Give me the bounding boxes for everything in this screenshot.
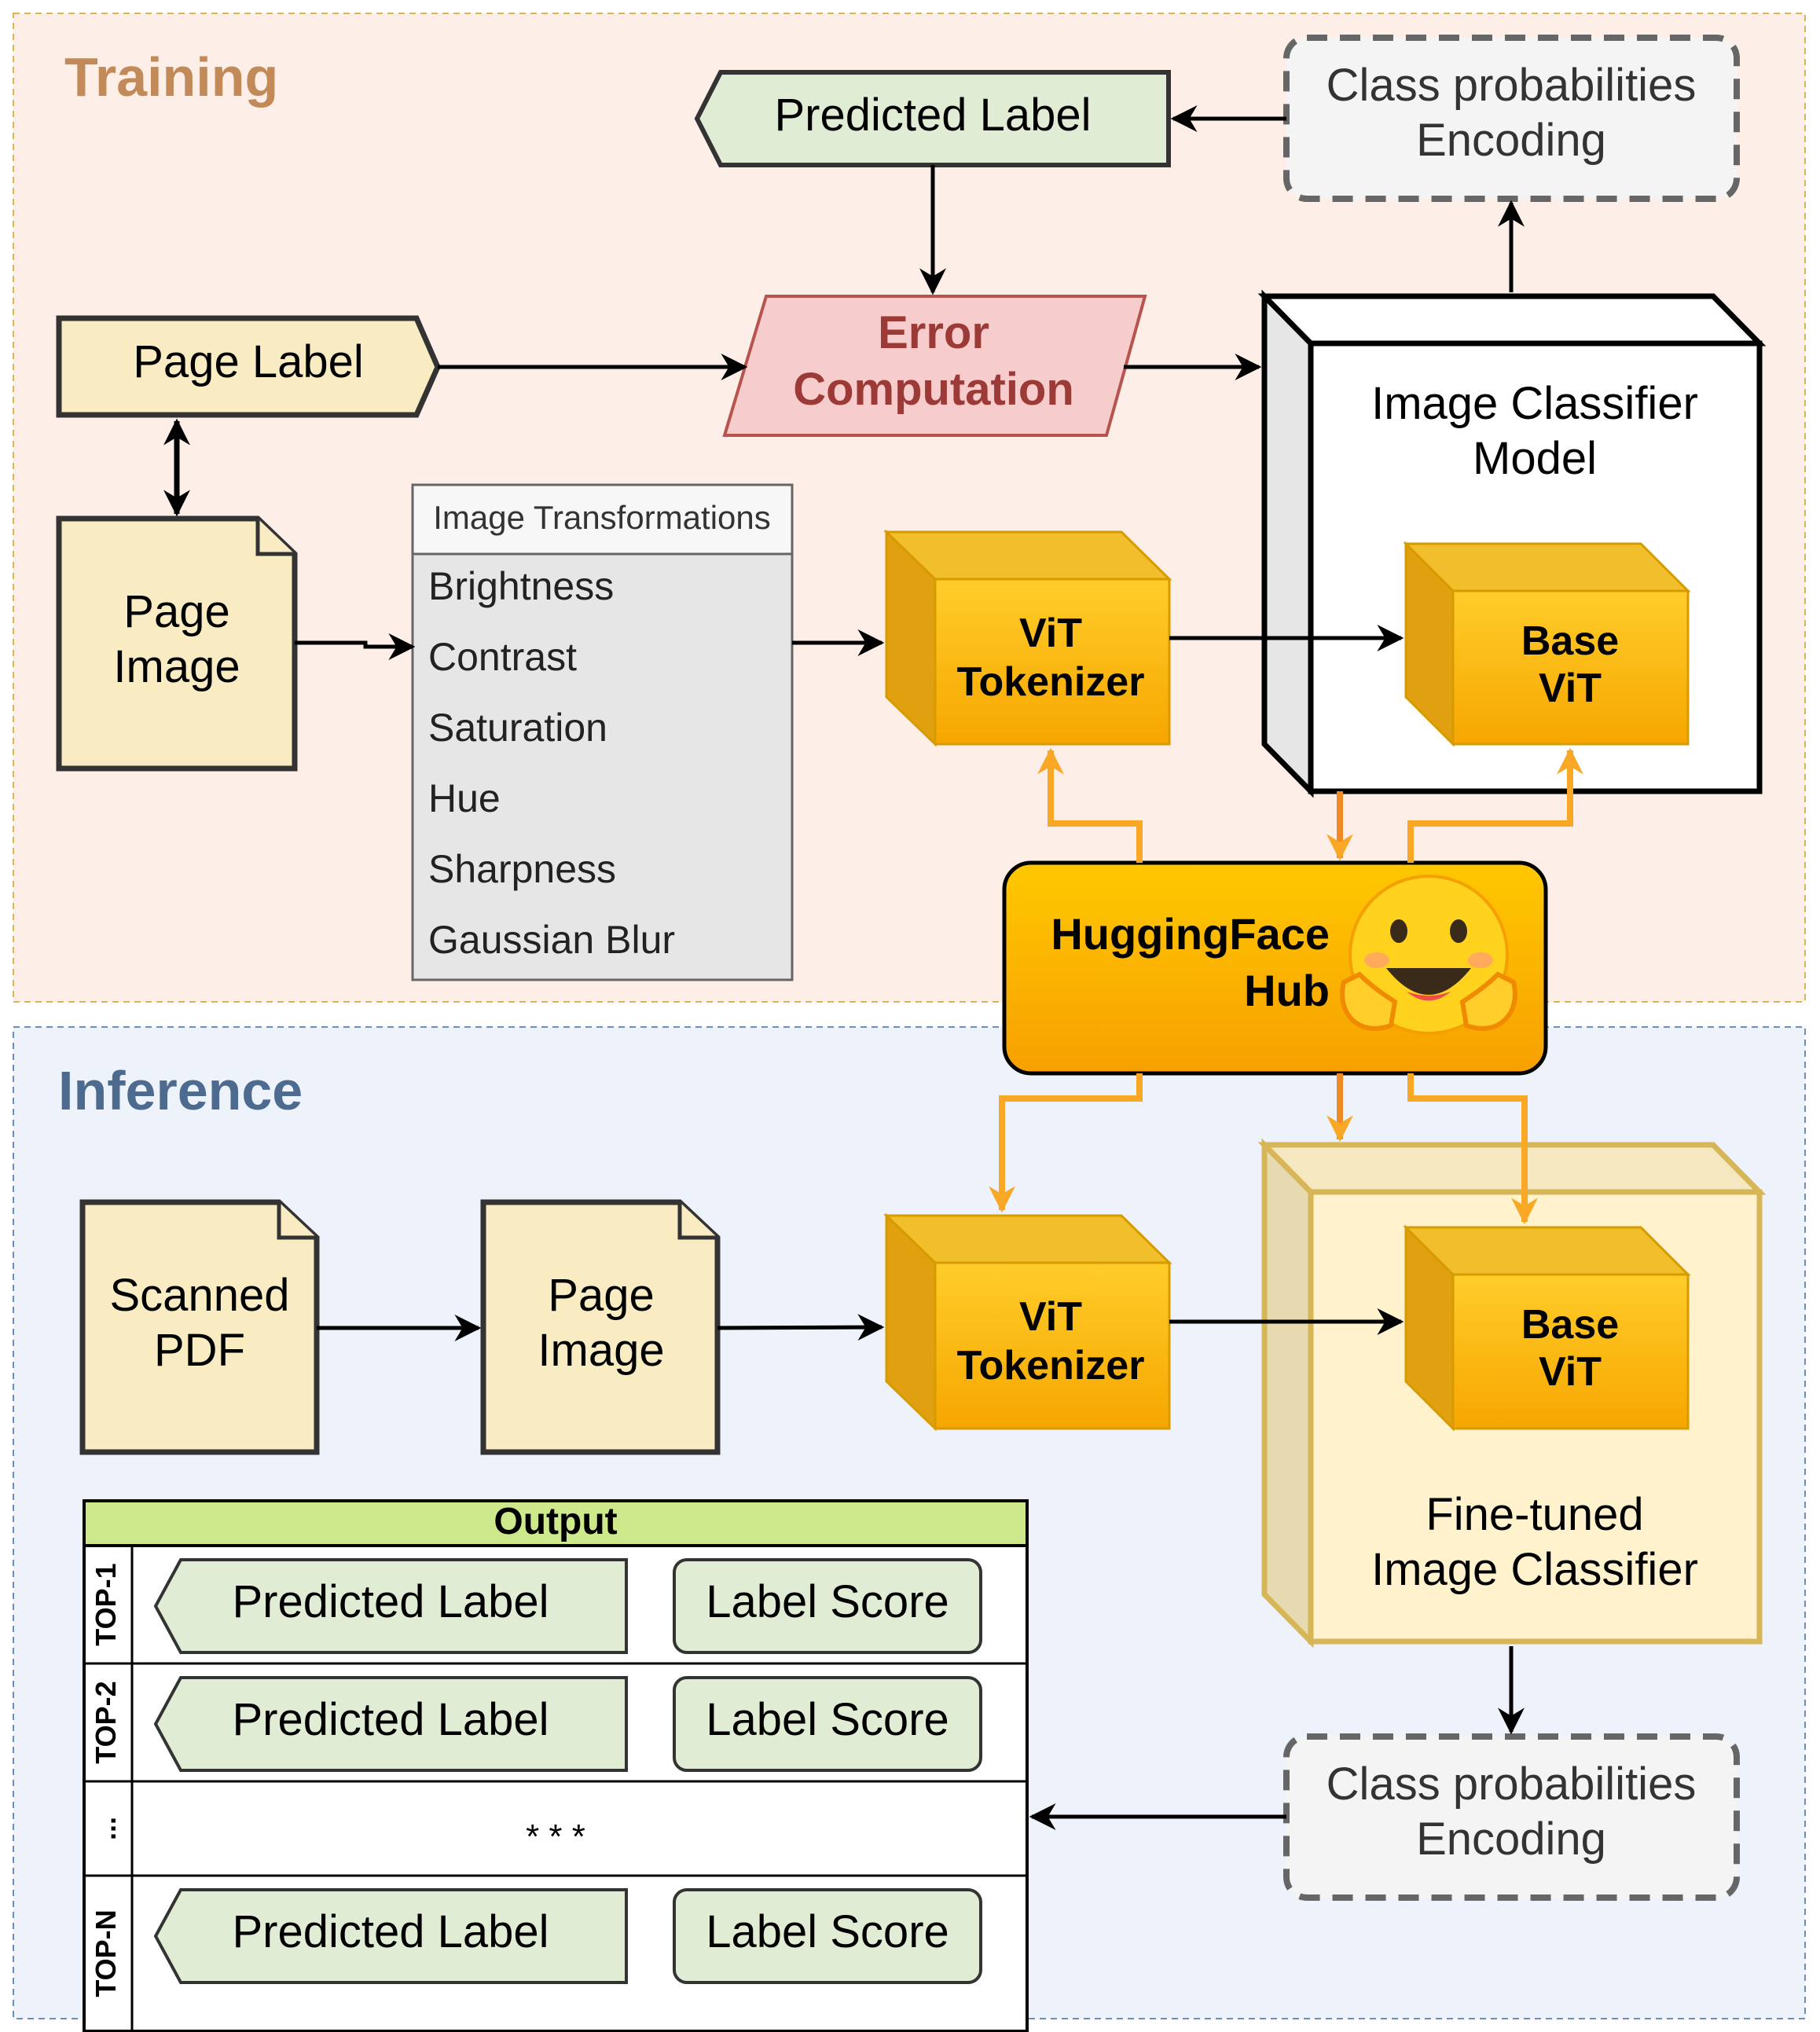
- inference-vit-tokenizer-line1: ViT: [1019, 1294, 1082, 1340]
- scanned-pdf-line2: PDF: [154, 1325, 245, 1376]
- training-vit-tokenizer-node: ViT Tokenizer: [883, 529, 1172, 747]
- arrow-hub-to-inference-tokenizer: [989, 1073, 1143, 1213]
- output-header: Output: [494, 1501, 617, 1542]
- hub-line1: HuggingFace: [1051, 909, 1330, 959]
- huggingface-hub-node: HuggingFace Hub: [1002, 860, 1548, 1076]
- training-page-image-line2: Image: [113, 641, 240, 692]
- page-label-text: Page Label: [133, 336, 363, 387]
- scanned-pdf-line1: Scanned: [110, 1270, 290, 1321]
- transformation-item: Contrast: [428, 635, 577, 679]
- error-computation-node: Error Computation: [722, 295, 1147, 437]
- inference-base-vit-node: Base ViT: [1403, 1224, 1691, 1432]
- training-title: Training: [64, 46, 278, 108]
- transformation-item: Brightness: [428, 564, 614, 608]
- inference-page-image-line2: Image: [538, 1325, 664, 1376]
- training-base-vit-line2: ViT: [1539, 666, 1602, 711]
- output-predicted-label: Predicted Label: [232, 1906, 549, 1957]
- inference-base-vit-line1: Base: [1521, 1302, 1619, 1348]
- inference-title: Inference: [58, 1060, 303, 1121]
- transformation-item: Gaussian Blur: [428, 918, 675, 962]
- training-page-image-node: Page Image: [56, 515, 298, 772]
- training-page-image-line1: Page: [123, 586, 229, 637]
- error-computation-line2: Computation: [793, 364, 1074, 415]
- finetuned-classifier-line2: Image Classifier: [1371, 1544, 1698, 1595]
- output-rank: TOP-N: [90, 1909, 122, 1997]
- hub-line2: Hub: [1244, 966, 1330, 1015]
- training-vit-tokenizer-line2: Tokenizer: [957, 659, 1145, 705]
- output-row-ellipsis: ... * * *: [90, 1817, 585, 1856]
- inference-base-vit-line2: ViT: [1539, 1349, 1602, 1395]
- output-rank: TOP-1: [90, 1563, 122, 1645]
- transformation-item: Hue: [428, 776, 501, 820]
- arrow-pageimage-to-transform: [295, 633, 416, 660]
- inference-vit-tokenizer-node: ViT Tokenizer: [883, 1212, 1172, 1432]
- scanned-pdf-node: Scanned PDF: [79, 1199, 320, 1455]
- training-predicted-label-text: Predicted Label: [774, 90, 1091, 141]
- output-row: TOP-2 Predicted Label Label Score: [90, 1676, 982, 1772]
- output-label-score: Label Score: [706, 1694, 949, 1745]
- transformation-item: Sharpness: [428, 847, 616, 891]
- output-row: TOP-1 Predicted Label Label Score: [90, 1558, 982, 1654]
- training-class-prob-line2: Encoding: [1416, 115, 1606, 166]
- error-computation-line1: Error: [878, 307, 989, 358]
- training-class-prob-node: Class probabilities Encoding: [1283, 35, 1740, 202]
- finetuned-classifier-line1: Fine-tuned: [1426, 1489, 1643, 1540]
- output-row: TOP-N Predicted Label Label Score: [90, 1888, 982, 1997]
- image-transformations-list: Image Transformations Brightness Contras…: [411, 483, 794, 981]
- output-header-bg: [83, 1499, 1029, 1547]
- training-predicted-label-node: Predicted Label: [694, 70, 1171, 167]
- training-class-prob-line1: Class probabilities: [1326, 60, 1697, 111]
- image-transformations-header: Image Transformations: [433, 499, 771, 536]
- image-classifier-model-line2: Model: [1473, 433, 1597, 484]
- inference-class-prob-line1: Class probabilities: [1326, 1759, 1697, 1810]
- training-base-vit-node: Base ViT: [1403, 541, 1691, 747]
- hugging-face-emoji-icon: [1340, 875, 1517, 1035]
- inference-class-prob-line2: Encoding: [1416, 1814, 1606, 1865]
- output-table: Output TOP-1 Predicted Label Label Score…: [83, 1499, 1029, 2032]
- arrow-pageimage-to-tokenizer: [717, 1314, 885, 1341]
- connectors: [163, 105, 1583, 1830]
- arrow-hub-to-training-basevit: [1407, 747, 1583, 863]
- output-rank: TOP-2: [90, 1681, 122, 1763]
- inference-class-prob-node: Class probabilities Encoding: [1283, 1733, 1740, 1901]
- output-label-score: Label Score: [706, 1906, 949, 1957]
- training-base-vit-line1: Base: [1521, 618, 1619, 664]
- output-ellipsis: * * *: [526, 1817, 585, 1856]
- inference-page-image-line1: Page: [548, 1270, 654, 1321]
- image-classifier-model-line1: Image Classifier: [1371, 378, 1698, 429]
- page-label-node: Page Label: [56, 315, 441, 418]
- output-label-score: Label Score: [706, 1576, 949, 1627]
- output-predicted-label: Predicted Label: [232, 1694, 549, 1745]
- arrow-hub-to-training-tokenizer: [1037, 747, 1143, 863]
- output-rank: ...: [90, 1817, 122, 1840]
- inference-page-image-node: Page Image: [480, 1199, 721, 1455]
- transformation-item: Saturation: [428, 706, 607, 750]
- inference-vit-tokenizer-line2: Tokenizer: [957, 1343, 1145, 1388]
- arrow-hub-to-inference-basevit: [1407, 1073, 1538, 1225]
- output-predicted-label: Predicted Label: [232, 1576, 549, 1627]
- training-vit-tokenizer-line1: ViT: [1019, 611, 1082, 656]
